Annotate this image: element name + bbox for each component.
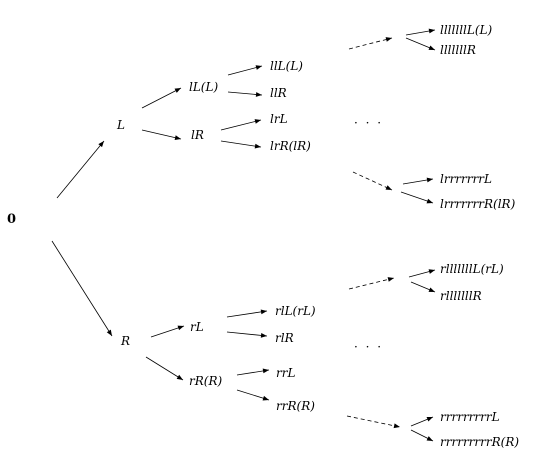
- ellipsis-upper: · · ·: [354, 116, 384, 130]
- edge-rL-rlL: [226, 309, 268, 318]
- edge-lL-llL: [227, 65, 263, 76]
- edge-d-2: [410, 429, 434, 442]
- dashed-edge-b: [352, 171, 393, 191]
- node-deep-a2: lllllllR: [440, 43, 476, 57]
- dashed-edge-d: [346, 415, 401, 429]
- edge-a-2: [405, 37, 436, 51]
- edge-root-L: [56, 140, 105, 199]
- edge-root-R: [51, 240, 113, 337]
- node-rlL: rlL(rL): [275, 304, 316, 318]
- dashed-edge-c: [348, 277, 395, 290]
- node-rL: rL: [190, 320, 204, 334]
- dashed-edge-a: [348, 37, 393, 50]
- edge-rR-rrR: [236, 389, 270, 401]
- edge-R-rR: [145, 356, 184, 381]
- edge-R-rL: [150, 325, 185, 338]
- edge-lR-lrL: [220, 119, 262, 131]
- node-lrL: lrL: [270, 112, 288, 126]
- node-root: 0: [7, 212, 17, 227]
- ellipsis-lower: · · ·: [354, 340, 384, 354]
- edge-L-lR: [141, 129, 182, 140]
- node-rrL: rrL: [276, 366, 296, 380]
- node-deep-c1: rlllllllL(rL): [440, 262, 504, 276]
- node-rR: rR(R): [189, 374, 223, 388]
- edge-d-1: [410, 416, 434, 427]
- node-lL: lL(L): [189, 80, 219, 94]
- node-lrR: lrR(lR): [270, 139, 311, 153]
- node-deep-a1: lllllllL(L): [440, 23, 493, 37]
- node-llR: llR: [270, 86, 287, 100]
- edge-b-1: [402, 177, 434, 185]
- edge-b-2: [400, 191, 434, 204]
- edge-lR-lrR: [220, 140, 262, 149]
- edge-c-2: [410, 281, 436, 293]
- node-rrR: rrR(R): [276, 399, 315, 413]
- node-deep-d2: rrrrrrrrrR(R): [440, 435, 520, 449]
- edge-rR-rrL: [236, 368, 270, 376]
- node-deep-b1: lrrrrrrrL: [440, 172, 492, 186]
- node-deep-b2: lrrrrrrrR(lR): [440, 197, 516, 211]
- node-llL: llL(L): [270, 59, 303, 73]
- node-rlR: rlR: [275, 331, 294, 345]
- node-deep-d1: rrrrrrrrrL: [440, 410, 500, 424]
- edge-lL-llR: [227, 91, 263, 97]
- edge-rL-rlR: [226, 331, 268, 338]
- node-L: L: [117, 118, 125, 132]
- edge-L-lL: [141, 87, 182, 109]
- node-lR: lR: [191, 128, 204, 142]
- node-deep-c2: rlllllllR: [440, 289, 482, 303]
- node-R: R: [121, 334, 131, 348]
- edge-a-1: [405, 28, 436, 36]
- edge-c-1: [408, 269, 436, 278]
